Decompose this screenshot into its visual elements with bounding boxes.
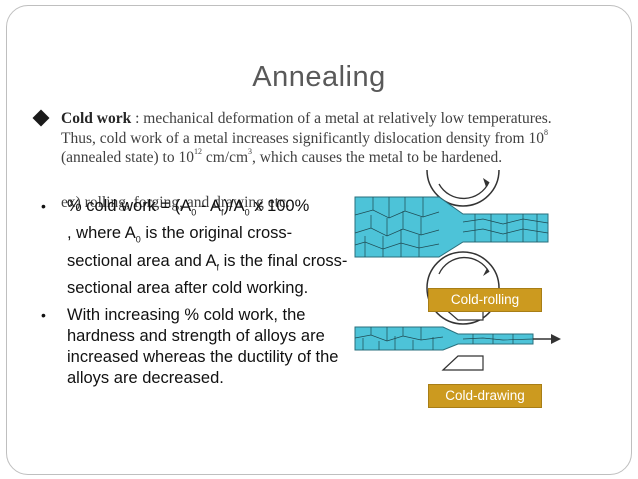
round-bullet-icon: • [41, 306, 46, 323]
where-sub-2: f [216, 261, 220, 272]
formula-sub-2: f [221, 207, 224, 218]
cold-working-figure: Cold-rolling Cold-drawing [343, 133, 563, 430]
definition-text-4: , which causes the metal to be hardened. [252, 149, 503, 166]
exponent-2: 12 [193, 147, 202, 156]
definition-text-3: cm/cm [201, 149, 249, 166]
where-text-1: , where A [67, 224, 136, 243]
cold-work-definition: Cold work : mechanical deformation of a … [37, 109, 557, 168]
where-text-3: is the final cross-sectional area after … [67, 251, 348, 297]
formula-part-1: % cold work = (A [67, 197, 192, 215]
rolled-strip [354, 196, 549, 258]
definition-text-1: : mechanical deformation of a metal at r… [61, 110, 552, 147]
effects-text: With increasing % cold work, the hardnes… [67, 305, 339, 387]
where-text-2: is the original cross-sectional area and… [67, 224, 293, 270]
list-item-formula: • % cold work = (A0 - Af)/A0 x 100% , wh… [35, 196, 355, 299]
bullet-list: • % cold work = (A0 - Af)/A0 x 100% , wh… [35, 196, 355, 389]
definition-text-2: (annealed state) to 10 [61, 149, 194, 166]
where-sub-1: 0 [135, 234, 141, 245]
cold-drawing-label: Cold-drawing [428, 384, 542, 408]
drawn-wire [354, 326, 534, 351]
cold-work-examples: ex) rolling, forging, and drawing etc. [61, 194, 290, 211]
cold-rolling-label: Cold-rolling [428, 288, 542, 312]
exponent-1: 8 [543, 127, 548, 137]
list-item-effects: • With increasing % cold work, the hardn… [35, 305, 355, 389]
pull-direction-arrow-icon [533, 334, 561, 344]
round-bullet-icon: • [41, 198, 46, 214]
formula-sub-1: 0 [191, 207, 197, 218]
formula-part-2: - A [196, 197, 222, 215]
slide-title: Annealing [252, 61, 386, 93]
formula-part-3: )/A [223, 197, 245, 215]
slide: Annealing Cold work : mechanical deforma… [6, 5, 632, 475]
cold-work-term: Cold work [61, 110, 132, 127]
formula-part-4: x 100% [249, 197, 310, 215]
exponent-3: 3 [248, 147, 253, 156]
formula-sub-3: 0 [244, 207, 250, 218]
cold-work-paragraph: Cold work : mechanical deformation of a … [32, 109, 557, 211]
